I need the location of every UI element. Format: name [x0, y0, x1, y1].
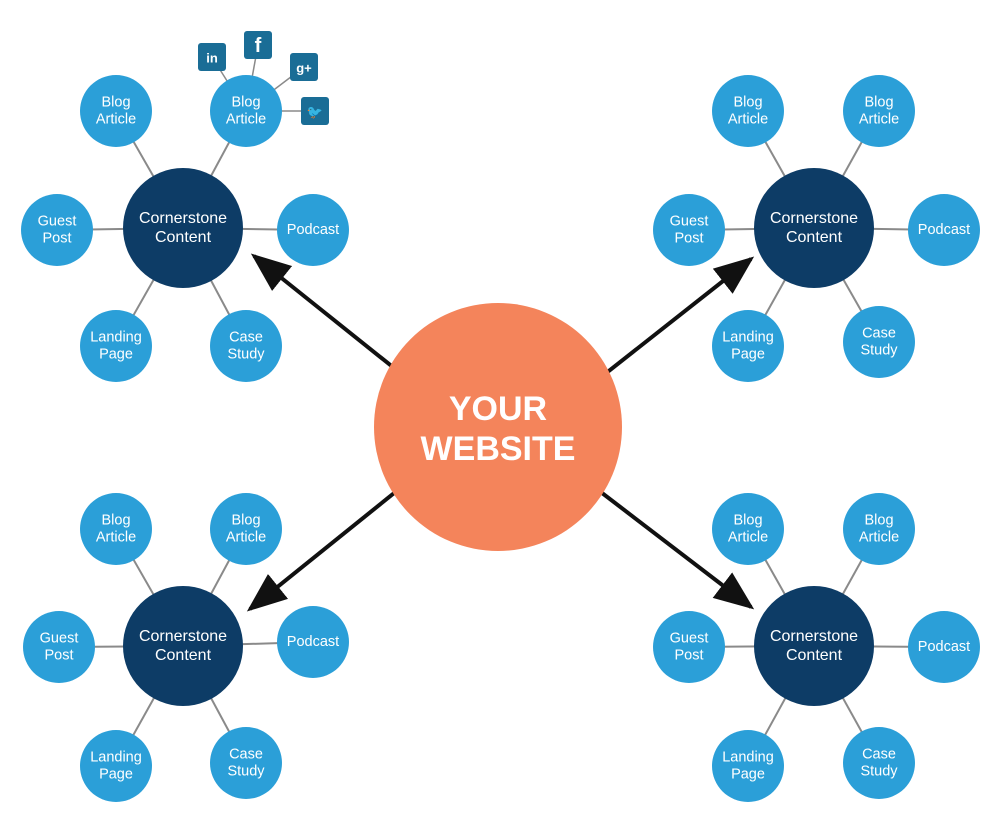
content-node-label: Blog — [864, 94, 893, 110]
your-website-circle — [374, 303, 622, 551]
your-website-label: WEBSITE — [421, 430, 576, 468]
google-plus-icon: g+ — [290, 53, 318, 81]
content-node — [843, 727, 915, 799]
content-node-label: Post — [674, 648, 703, 664]
cornerstone-content-label: Cornerstone — [770, 628, 858, 645]
content-node — [80, 75, 152, 147]
content-node-label: Blog — [733, 512, 762, 528]
content-node-label: Blog — [231, 94, 260, 110]
content-node-label: Study — [860, 764, 898, 780]
content-node-label: Study — [860, 343, 898, 359]
content-node-label: Article — [728, 112, 768, 128]
cornerstone-content-label: Cornerstone — [770, 210, 858, 227]
cornerstone-content-label: Content — [155, 647, 212, 664]
content-node — [277, 194, 349, 266]
content-node — [843, 306, 915, 378]
content-node — [210, 75, 282, 147]
content-node-label: Page — [731, 347, 765, 363]
content-node-label: Guest — [670, 213, 709, 229]
content-node — [80, 730, 152, 802]
content-node-label: Case — [862, 325, 896, 341]
facebook-icon: f — [244, 31, 272, 59]
content-node-label: Case — [862, 746, 896, 762]
content-node-label: Post — [44, 648, 73, 664]
content-node-label: Blog — [733, 94, 762, 110]
content-node-label: Blog — [864, 512, 893, 528]
content-node-label: Article — [728, 530, 768, 546]
svg-text:🐦: 🐦 — [307, 105, 323, 120]
your-website-label: YOUR — [449, 390, 547, 428]
content-node-label: Podcast — [918, 639, 970, 655]
content-node-label: Article — [859, 530, 899, 546]
content-node-label: Article — [859, 112, 899, 128]
svg-text:f: f — [255, 35, 262, 57]
content-node-label: Page — [99, 767, 133, 783]
cornerstone-content-node — [123, 586, 243, 706]
content-node — [80, 493, 152, 565]
content-node — [712, 310, 784, 382]
content-node — [210, 727, 282, 799]
content-node-label: Case — [229, 746, 263, 762]
content-node-label: Study — [227, 764, 265, 780]
content-node-label: Post — [42, 231, 71, 247]
content-node-label: Landing — [722, 749, 774, 765]
content-node — [210, 493, 282, 565]
cornerstone-content-label: Cornerstone — [139, 628, 227, 645]
svg-text:in: in — [206, 51, 218, 66]
content-node — [80, 310, 152, 382]
content-node-label: Blog — [101, 512, 130, 528]
content-node-label: Landing — [722, 329, 774, 345]
linkedin-icon: in — [198, 43, 226, 71]
content-node-label: Case — [229, 329, 263, 345]
content-node — [908, 611, 980, 683]
content-node-label: Blog — [231, 512, 260, 528]
cornerstone-content-node — [123, 168, 243, 288]
content-node-label: Page — [731, 767, 765, 783]
cornerstone-content-label: Cornerstone — [139, 210, 227, 227]
cornerstone-content-node — [754, 168, 874, 288]
content-node-label: Article — [96, 112, 136, 128]
content-node-label: Guest — [38, 213, 77, 229]
cornerstone-content-node — [754, 586, 874, 706]
content-node — [210, 310, 282, 382]
content-node-label: Article — [226, 112, 266, 128]
content-node-label: Podcast — [287, 222, 339, 238]
content-node-label: Article — [226, 530, 266, 546]
cornerstone-content-label: Content — [786, 647, 843, 664]
content-node — [843, 493, 915, 565]
content-node — [23, 611, 95, 683]
content-node — [712, 75, 784, 147]
content-node-label: Blog — [101, 94, 130, 110]
content-node-label: Guest — [670, 630, 709, 646]
content-node — [712, 730, 784, 802]
content-node — [21, 194, 93, 266]
content-node-label: Landing — [90, 329, 142, 345]
content-node-label: Guest — [40, 630, 79, 646]
content-node — [277, 606, 349, 678]
content-node-label: Podcast — [918, 222, 970, 238]
cornerstone-content-label: Content — [786, 229, 843, 246]
content-node — [908, 194, 980, 266]
content-node-label: Page — [99, 347, 133, 363]
content-node-label: Study — [227, 347, 265, 363]
content-node — [843, 75, 915, 147]
svg-text:g+: g+ — [296, 61, 312, 76]
twitter-icon: 🐦 — [301, 97, 329, 125]
cornerstone-content-label: Content — [155, 229, 212, 246]
content-node-label: Podcast — [287, 634, 339, 650]
content-node-label: Article — [96, 530, 136, 546]
content-node-label: Post — [674, 231, 703, 247]
content-node — [653, 194, 725, 266]
content-node — [653, 611, 725, 683]
content-node-label: Landing — [90, 749, 142, 765]
content-node — [712, 493, 784, 565]
